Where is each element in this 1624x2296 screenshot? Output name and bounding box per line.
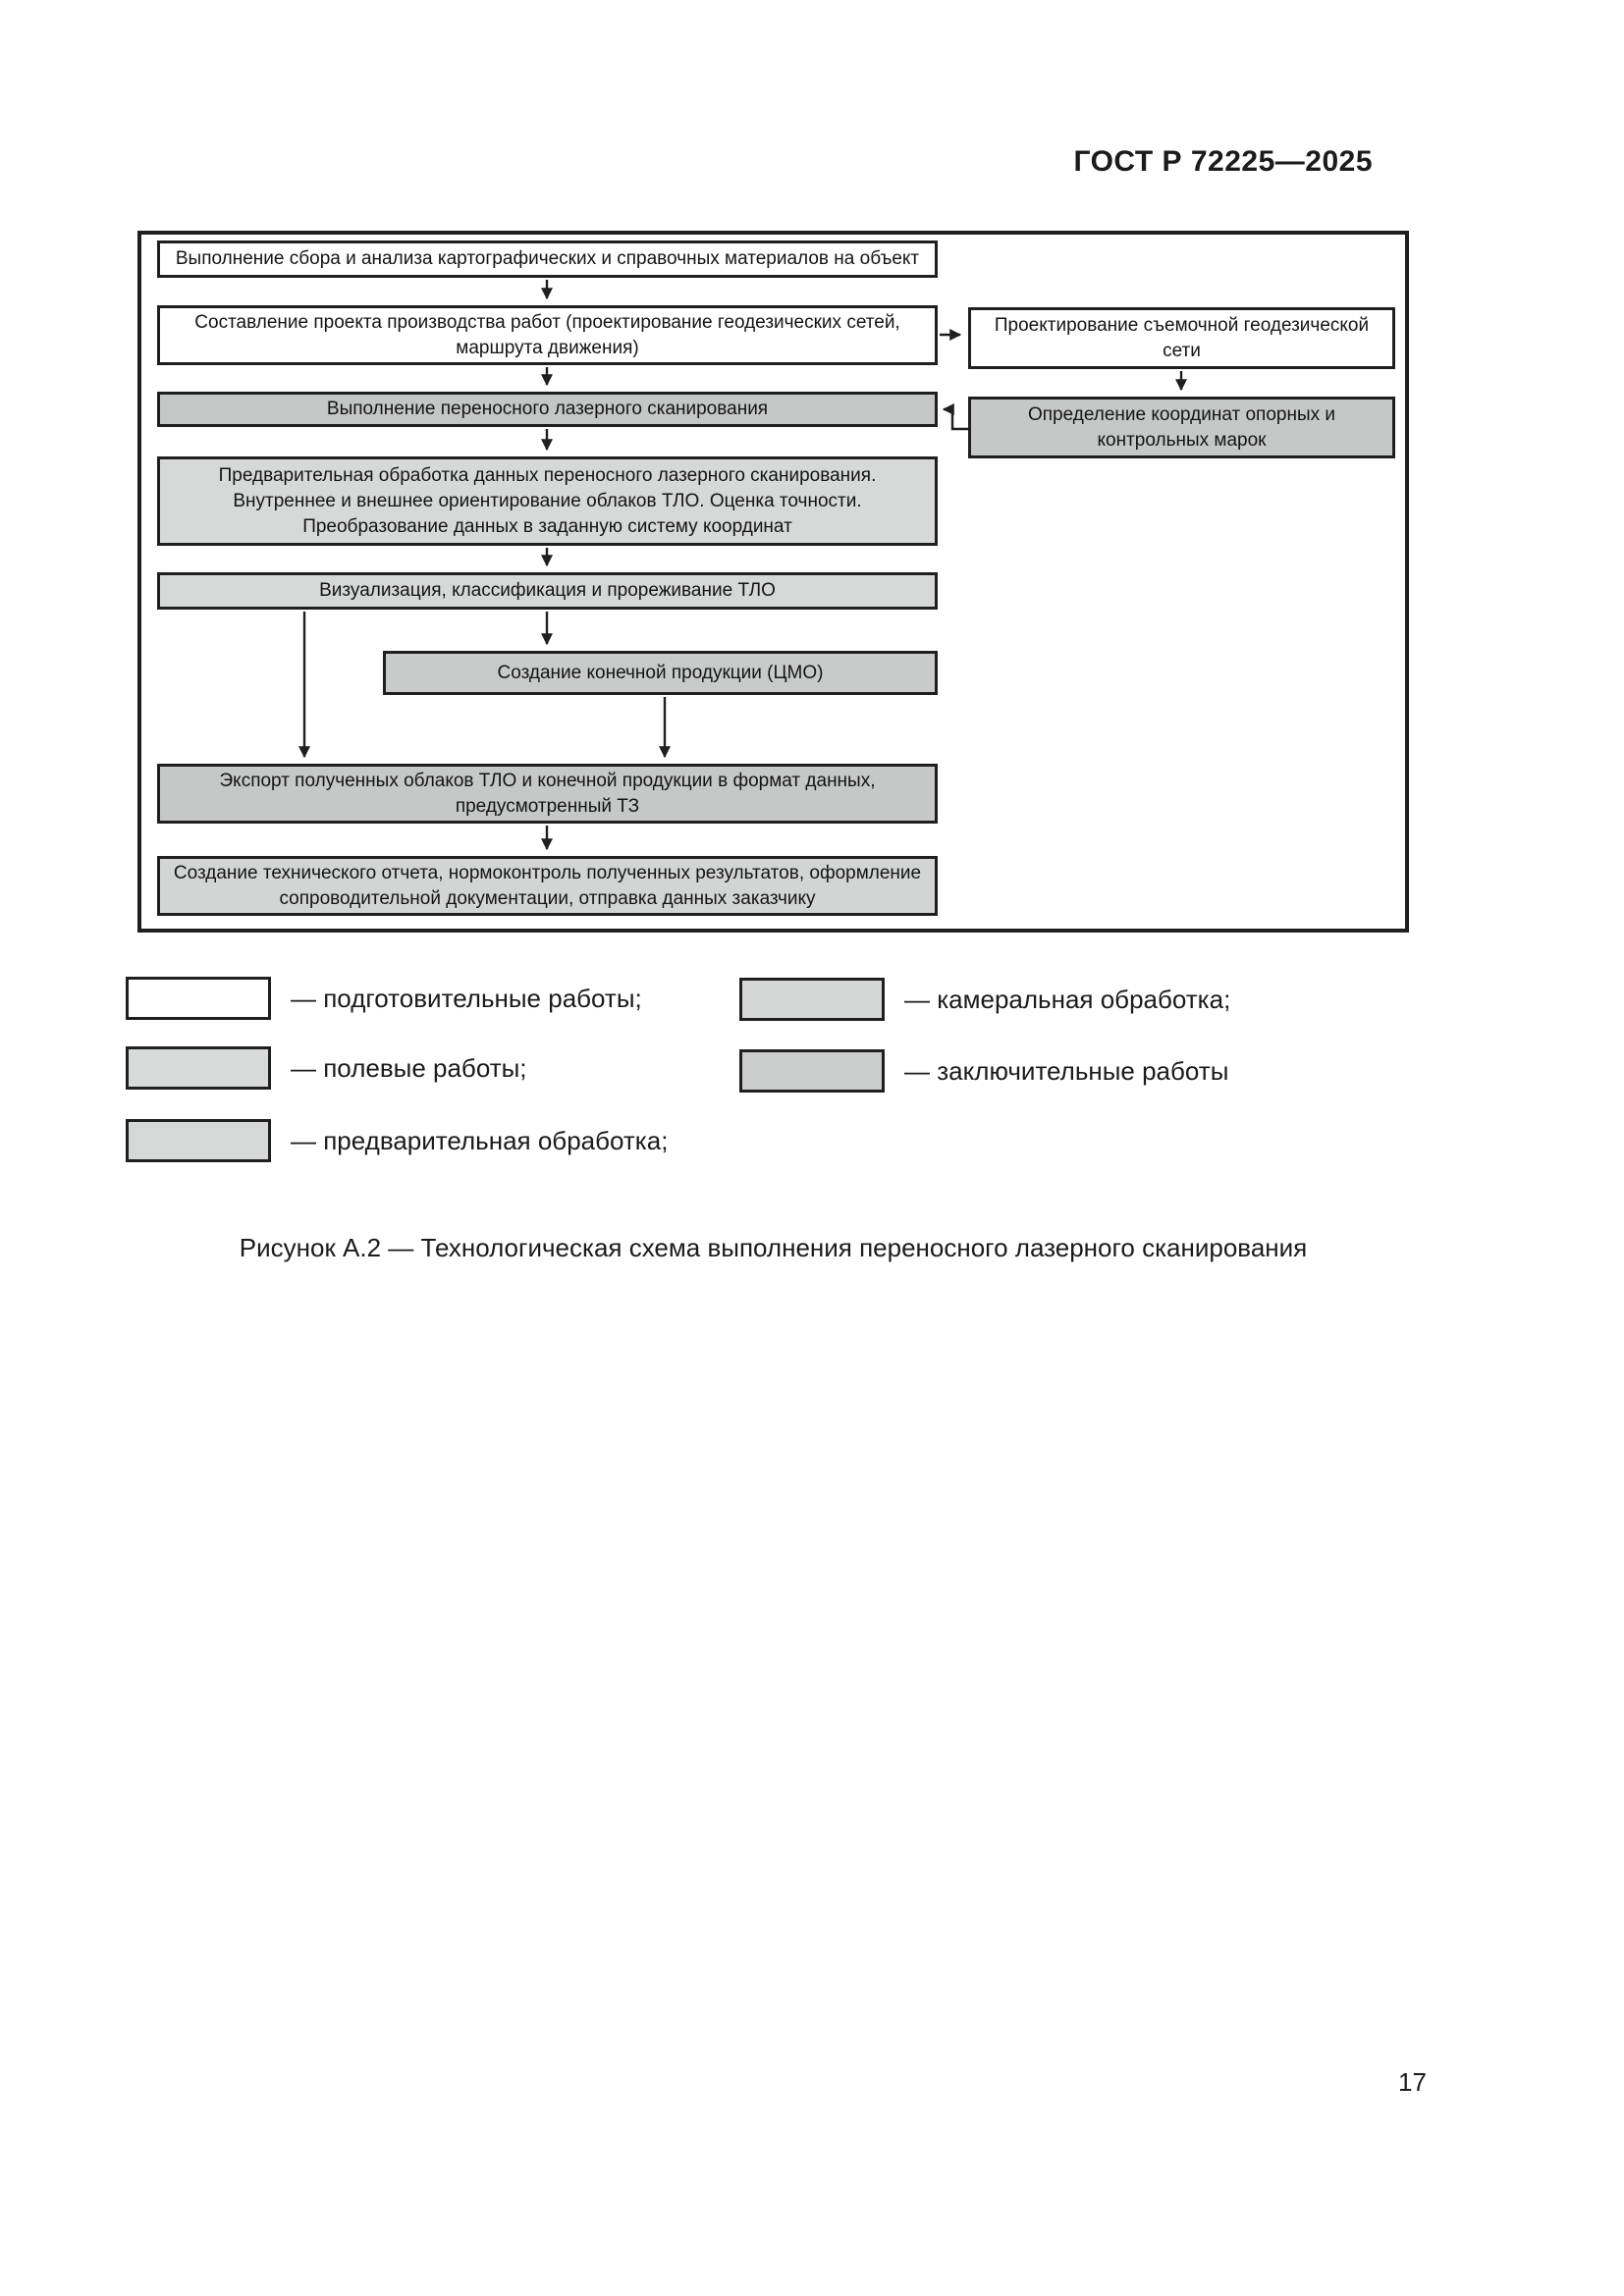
flow-box-report-line: сопроводительной документации, отправка … <box>279 887 816 909</box>
flow-box-coords-line: Определение координат опорных и <box>1027 403 1336 425</box>
flowchart-frame <box>137 231 1409 933</box>
legend-swatch-preparatory <box>126 977 271 1020</box>
legend-label-preliminary: — предварительная обработка; <box>291 1125 669 1155</box>
legend-item-office: — камеральная обработка; <box>739 978 1230 1021</box>
flow-box-scanning-label: Выполнение переносного лазерного сканиро… <box>326 399 769 419</box>
flow-box-final-product: Создание конечной продукции (ЦМО) <box>383 651 938 695</box>
flow-box-export-line: Экспорт полученных облаков ТЛО и конечно… <box>219 770 876 791</box>
legend-item-field: — полевые работы; <box>126 1046 527 1090</box>
legend-label-field: — полевые работы; <box>291 1052 527 1083</box>
flow-box-coords-line: контрольных марок <box>1097 429 1267 451</box>
flow-box-project-line: маршрута движения) <box>456 337 639 358</box>
legend-label-final: — заключительные работы <box>904 1055 1229 1086</box>
legend-swatch-preliminary <box>126 1119 271 1162</box>
flow-box-visualization: Визуализация, классификация и прореживан… <box>157 572 938 610</box>
flow-box-survey-net-line: сети <box>1163 340 1201 361</box>
flow-box-final-product-label: Создание конечной продукции (ЦМО) <box>497 662 824 683</box>
flow-box-preprocess-line: Предварительная обработка данных перенос… <box>218 464 877 486</box>
legend-item-preliminary: — предварительная обработка; <box>126 1119 668 1162</box>
document-title: ГОСТ Р 72225—2025 <box>1073 145 1373 178</box>
flow-box-visualization-label: Визуализация, классификация и прореживан… <box>319 580 776 601</box>
flow-box-preprocess: Предварительная обработка данных перенос… <box>157 456 938 546</box>
page-number: 17 <box>1398 2067 1427 2097</box>
flow-box-coords: Определение координат опорных и контроль… <box>968 397 1395 458</box>
flow-box-preprocess-line: Внутреннее и внешнее ориентирование обла… <box>233 490 862 511</box>
flow-box-survey-net: Проектирование съемочной геодезической с… <box>968 307 1395 369</box>
legend-label-office: — камеральная обработка; <box>904 984 1231 1014</box>
flow-box-project: Составление проекта производства работ (… <box>157 305 938 365</box>
flow-box-report: Создание технического отчета, нормоконтр… <box>157 856 938 916</box>
flow-box-export: Экспорт полученных облаков ТЛО и конечно… <box>157 764 938 824</box>
figure-caption: Рисунок А.2 — Технологическая схема выпо… <box>239 1233 1308 1262</box>
flow-box-survey-net-line: Проектирование съемочной геодезической <box>994 314 1370 336</box>
legend-label-preparatory: — подготовительные работы; <box>291 983 642 1013</box>
legend-item-final: — заключительные работы <box>739 1049 1228 1093</box>
legend-swatch-office <box>739 978 885 1021</box>
flow-box-project-line: Составление проекта производства работ (… <box>194 311 900 333</box>
flow-box-collect-label: Выполнение сбора и анализа картографичес… <box>175 248 920 269</box>
legend-swatch-final <box>739 1049 885 1093</box>
flow-box-preprocess-line: Преобразование данных в заданную систему… <box>302 515 792 537</box>
flow-box-report-line: Создание технического отчета, нормоконтр… <box>173 862 922 883</box>
legend-swatch-field <box>126 1046 271 1090</box>
legend-item-preparatory: — подготовительные работы; <box>126 977 642 1020</box>
flow-box-collect: Выполнение сбора и анализа картографичес… <box>157 240 938 278</box>
flow-box-scanning: Выполнение переносного лазерного сканиро… <box>157 392 938 427</box>
flow-box-export-line: предусмотренный ТЗ <box>455 795 640 817</box>
